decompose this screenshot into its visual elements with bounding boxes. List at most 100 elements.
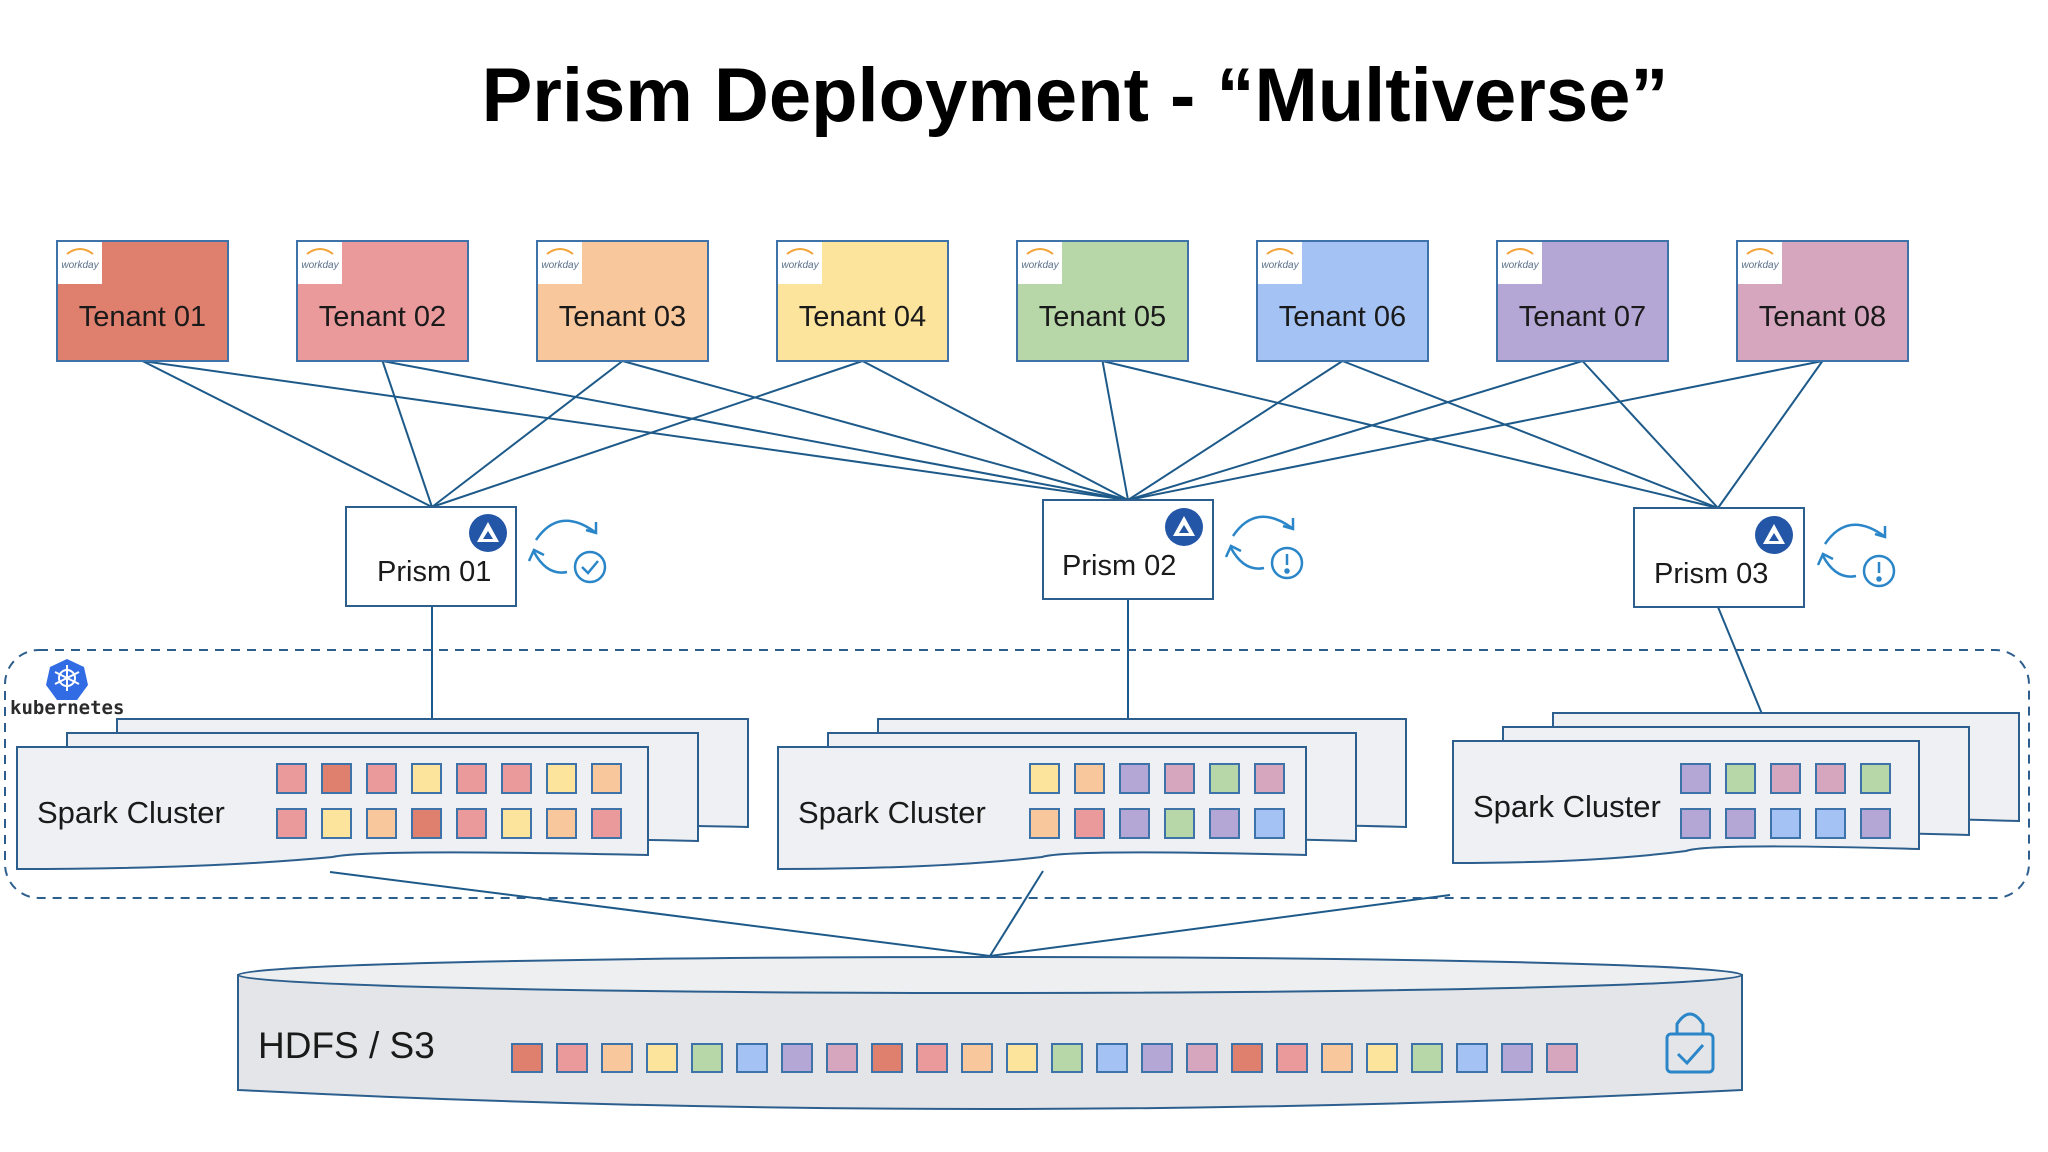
spark-cluster-label: Spark Cluster [1473,789,1661,824]
data-block [1254,808,1285,839]
spark-cluster: Spark Cluster [777,718,1407,871]
tenant-label: Tenant 06 [1279,301,1406,333]
data-block [1815,763,1846,794]
tenant-label: Tenant 02 [319,301,446,333]
data-block [1456,1043,1488,1073]
workday-logo-icon [306,248,334,255]
data-block [1209,763,1240,794]
kubernetes-boundary [4,649,2030,899]
data-block [1074,763,1105,794]
workday-logo-icon [1266,248,1294,255]
workday-logo-text: workday [781,260,819,271]
data-block [736,1043,768,1073]
spark-cluster: Spark Cluster [1452,712,2020,865]
data-block [1141,1043,1173,1073]
workday-logo-icon [1746,248,1774,255]
data-block [1029,808,1060,839]
tenant-label: Tenant 05 [1039,301,1166,333]
workday-logo-text: workday [1261,260,1299,271]
data-block [1860,763,1891,794]
data-block [1096,1043,1128,1073]
tenant-box [776,240,949,362]
data-block [456,763,487,794]
data-block [1501,1043,1533,1073]
data-block [1276,1043,1308,1073]
workday-logo-text: workday [61,260,99,271]
data-block [321,763,352,794]
data-block [321,808,352,839]
data-block [781,1043,813,1073]
workday-logo-icon [66,248,94,255]
data-block [1164,763,1195,794]
data-block [1164,808,1195,839]
prism-node: Prism 01 [345,506,607,607]
prism-logo-icon [1755,516,1793,554]
workday-logo-icon [786,248,814,255]
data-block [501,808,532,839]
prism-row: Prism 01 Prism 02 Prism 03 [345,499,1896,608]
kubernetes-label: kubernetes [10,697,124,719]
data-block [1411,1043,1443,1073]
data-block [1770,808,1801,839]
lock-check-icon [1665,1012,1715,1074]
storage-label: HDFS / S3 [258,1025,435,1066]
prism-label: Prism 03 [1654,558,1768,590]
data-block [456,808,487,839]
data-block [411,763,442,794]
prism-label: Prism 01 [377,556,491,588]
data-block [1725,808,1756,839]
data-block [1860,808,1891,839]
spark-cluster-label: Spark Cluster [37,795,225,830]
data-block [591,763,622,794]
data-block [961,1043,993,1073]
data-block [1209,808,1240,839]
workday-logo-text: workday [301,260,339,271]
data-block [511,1043,543,1073]
data-block [1546,1043,1578,1073]
data-block [691,1043,723,1073]
data-block [1119,808,1150,839]
tenant-box [1496,240,1669,362]
data-block [1119,763,1150,794]
data-block [1366,1043,1398,1073]
page-title: Prism Deployment - “Multiverse” [482,53,1669,138]
sync-check-icon [527,519,607,584]
storage-data-blocks [511,1043,1578,1073]
kubernetes-icon [46,659,88,700]
data-block [1254,763,1285,794]
data-block [366,763,397,794]
spark-cluster: Spark Cluster [16,718,749,871]
data-block [501,763,532,794]
tenant-label: Tenant 07 [1519,301,1646,333]
tenant-label: Tenant 04 [799,301,926,333]
prism-logo-icon [1165,508,1203,546]
data-block [411,808,442,839]
storage-cylinder: HDFS / S3 [237,956,1743,1110]
data-block [601,1043,633,1073]
data-block [871,1043,903,1073]
prism-node: Prism 03 [1633,507,1896,608]
tenant-label: Tenant 01 [79,301,206,333]
data-block [826,1043,858,1073]
prism-logo-icon [469,514,507,552]
data-block [1815,808,1846,839]
data-block [1321,1043,1353,1073]
tenant-label: Tenant 03 [559,301,686,333]
data-block [546,763,577,794]
sync-alert-icon [1816,523,1896,588]
data-block [276,808,307,839]
storage-top [237,956,1743,994]
data-block [1006,1043,1038,1073]
data-block [546,808,577,839]
kubernetes-logo: kubernetes [10,659,124,719]
prism-label: Prism 02 [1062,550,1176,582]
